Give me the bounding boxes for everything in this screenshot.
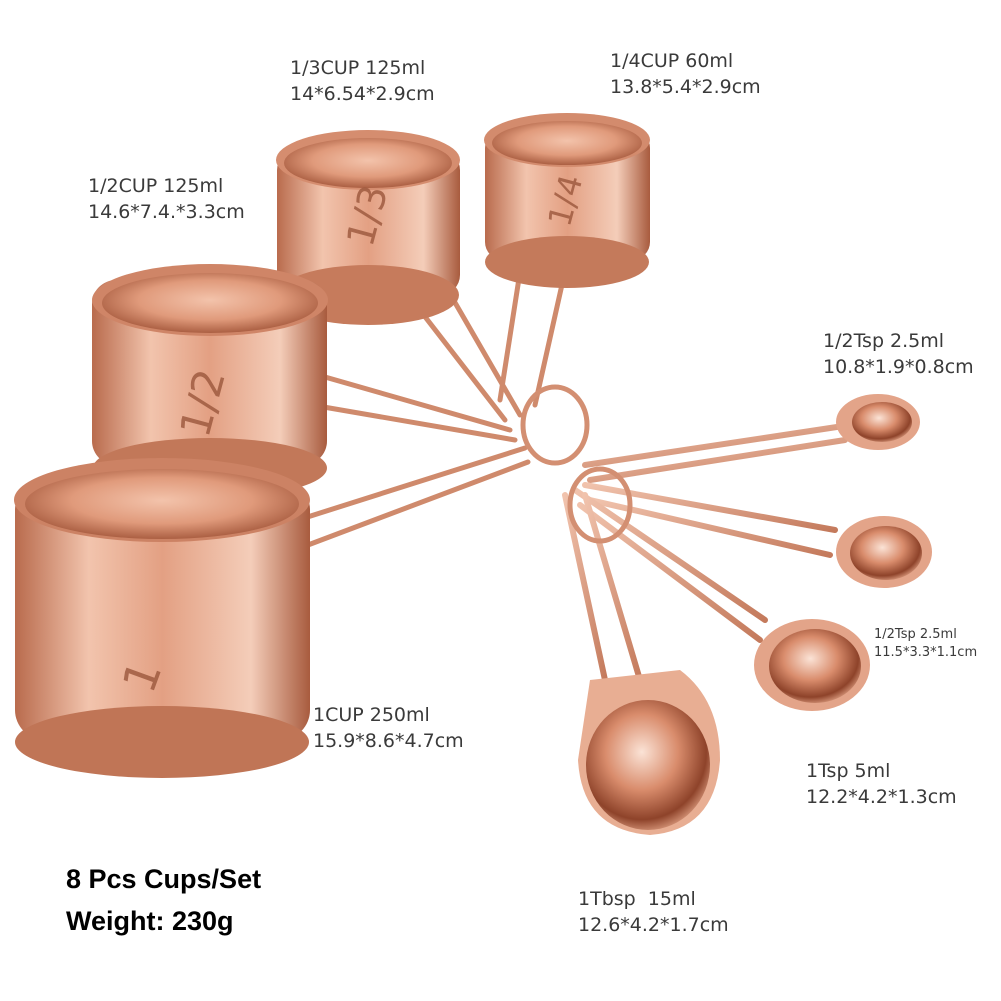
label-one-half-cup: 1/2CUP 125ml 14.6*7.4.*3.3cm: [88, 173, 245, 225]
cup-one-third: 1/3: [276, 130, 460, 325]
weight-text: Weight: 230g: [66, 906, 234, 936]
spoon-one-tbsp: [578, 670, 720, 835]
one-third-cup-size: 14*6.54*2.9cm: [290, 83, 435, 105]
cup-one-half: 1/2: [92, 264, 328, 498]
pieces-count-text: 8 Pcs Cups/Set: [66, 864, 262, 894]
label-half-tsp-a: 1/2Tsp 2.5ml 10.8*1.9*0.8cm: [823, 328, 974, 380]
cup-one: 1: [14, 458, 310, 778]
one-cup-name: 1CUP 250ml: [313, 704, 430, 726]
spoon-ring: [567, 466, 633, 544]
half-tsp-a-name: 1/2Tsp 2.5ml: [823, 330, 945, 352]
label-half-tsp-b: 1/2Tsp 2.5ml 11.5*3.3*1.1cm: [874, 626, 977, 662]
one-half-cup-name: 1/2CUP 125ml: [88, 175, 224, 197]
label-one-fourth-cup: 1/4CUP 60ml 13.8*5.4*2.9cm: [610, 48, 761, 100]
label-one-tbsp: 1Tbsp 15ml 12.6*4.2*1.7cm: [578, 886, 729, 938]
one-third-cup-name: 1/3CUP 125ml: [290, 57, 426, 79]
cup-ring: [520, 384, 590, 466]
label-one-tsp: 1Tsp 5ml 12.2*4.2*1.3cm: [806, 758, 957, 810]
cup-one-fourth: 1/4: [484, 113, 650, 288]
half-tsp-b-name: 1/2Tsp 2.5ml: [874, 627, 957, 642]
label-one-cup: 1CUP 250ml 15.9*8.6*4.7cm: [313, 702, 464, 754]
one-fourth-cup-name: 1/4CUP 60ml: [610, 50, 734, 72]
one-tsp-size: 12.2*4.2*1.3cm: [806, 786, 957, 808]
spoon-half-tsp-mid: [836, 516, 932, 588]
one-fourth-cup-size: 13.8*5.4*2.9cm: [610, 76, 761, 98]
spoon-half-tsp-top: [836, 394, 920, 450]
one-half-cup-size: 14.6*7.4.*3.3cm: [88, 201, 245, 223]
spoon-handles: [562, 422, 853, 683]
spoon-one-tsp: [754, 619, 870, 711]
one-tbsp-size: 12.6*4.2*1.7cm: [578, 914, 729, 936]
one-tsp-name: 1Tsp 5ml: [806, 760, 891, 782]
one-tbsp-name: 1Tbsp 15ml: [578, 888, 696, 910]
label-one-third-cup: 1/3CUP 125ml 14*6.54*2.9cm: [290, 55, 435, 107]
half-tsp-a-size: 10.8*1.9*0.8cm: [823, 356, 974, 378]
one-cup-size: 15.9*8.6*4.7cm: [313, 730, 464, 752]
half-tsp-b-size: 11.5*3.3*1.1cm: [874, 645, 978, 660]
